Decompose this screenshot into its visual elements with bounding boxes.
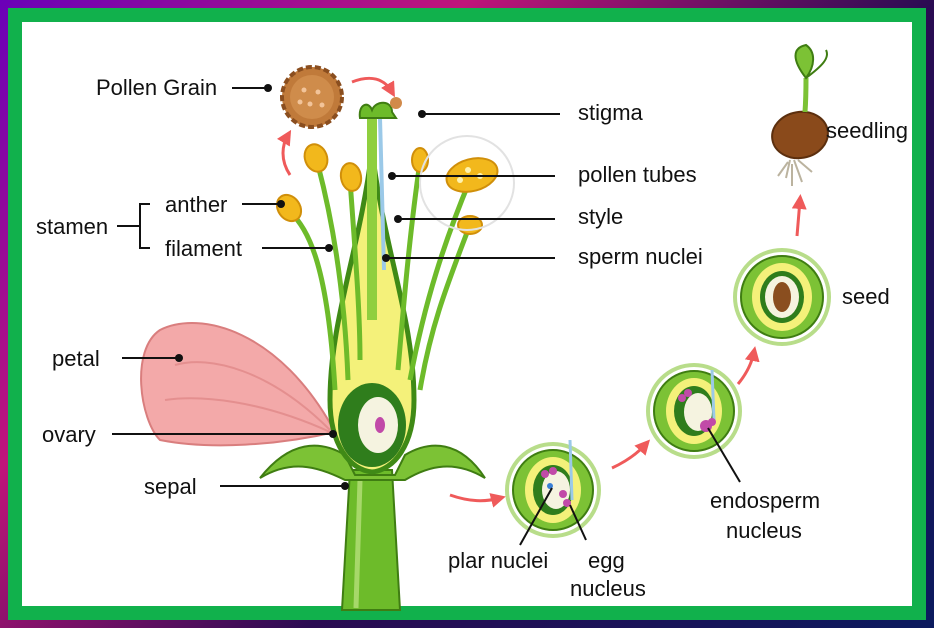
plar-nuclei-label: plar nuclei <box>448 548 548 573</box>
sepal-label: sepal <box>144 474 197 499</box>
seedling-label: seedling <box>826 118 908 143</box>
endosperm-label: endosperm <box>710 488 820 513</box>
egg-nucleus-label: nucleus <box>570 576 646 601</box>
egg-label: egg <box>588 548 625 573</box>
flower-illustration <box>141 97 514 610</box>
pollen-grain-label: Pollen Grain <box>96 75 217 100</box>
petal-shape <box>141 323 335 445</box>
stigma-label: stigma <box>578 100 644 125</box>
filament-label: filament <box>165 236 242 261</box>
anther-shape <box>272 190 306 226</box>
seed-label: seed <box>842 284 890 309</box>
pollen-grain-illustration <box>282 67 342 127</box>
pollen-tubes-label: pollen tubes <box>578 162 697 187</box>
sperm-nuclei-label: sperm nuclei <box>578 244 703 269</box>
anther-label: anther <box>165 192 227 217</box>
petal-label: petal <box>52 346 100 371</box>
flower-stem <box>342 470 400 610</box>
style-label: style <box>578 204 623 229</box>
seedling-illustration <box>768 45 831 186</box>
ovary-label: ovary <box>42 422 96 447</box>
ovule-stage-2 <box>648 365 740 457</box>
stamen-label: stamen <box>36 214 108 239</box>
ovule-stage-1 <box>507 440 599 536</box>
seed-stage <box>735 250 829 344</box>
endosperm-nucleus-label: nucleus <box>726 518 802 543</box>
